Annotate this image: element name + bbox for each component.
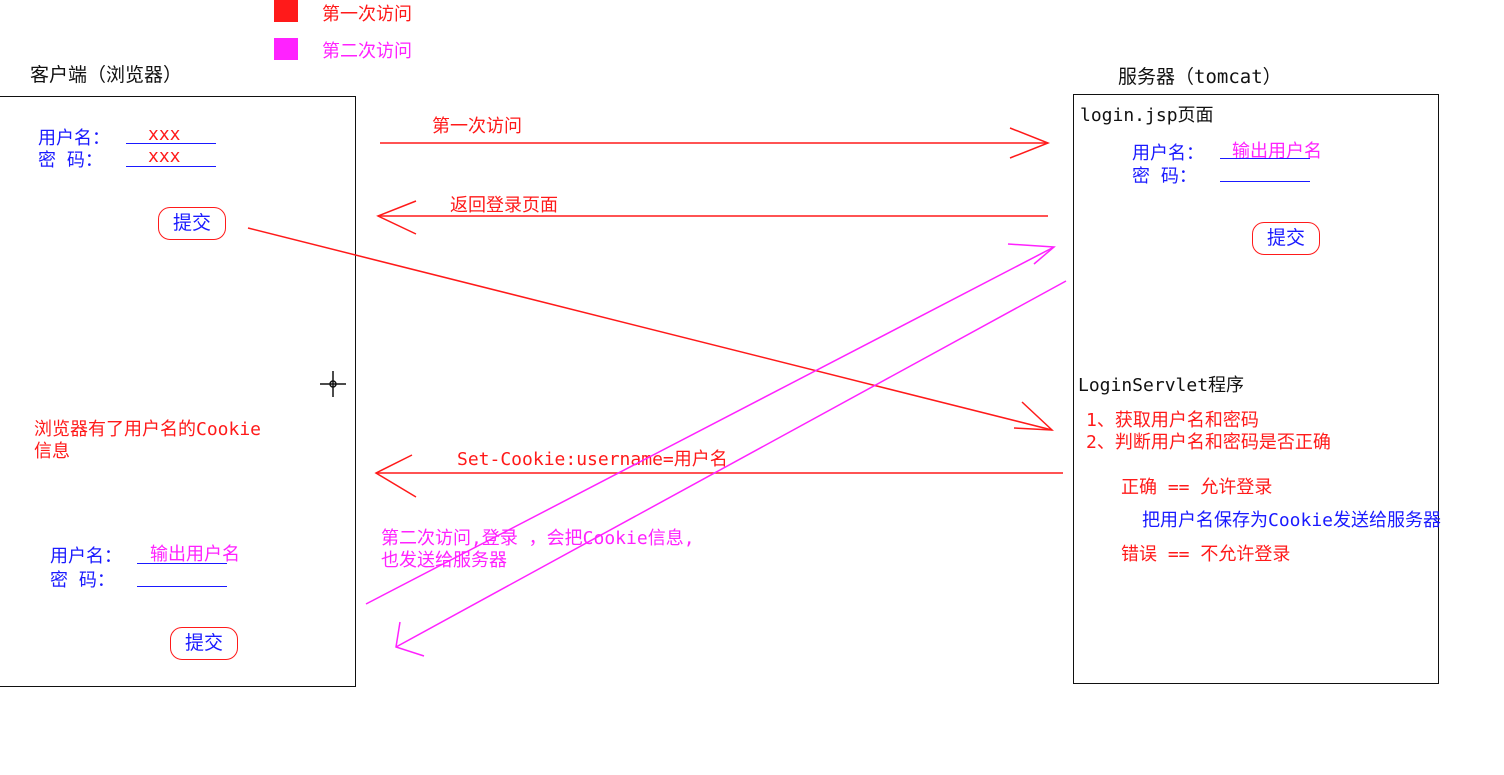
client-form2-password-underline xyxy=(137,586,227,587)
arrow-label-second-visit-line1: 第二次访问,登录 ，会把Cookie信息, xyxy=(381,528,695,549)
client-form1-username-underline xyxy=(126,143,216,144)
client-form2-username-label: 用户名： xyxy=(50,546,122,567)
arrow-second-visit-response xyxy=(395,280,1067,657)
client-form2-submit-button[interactable]: 提交 xyxy=(170,627,238,660)
client-form1-password-value[interactable]: xxx xyxy=(148,146,181,167)
server-box xyxy=(1073,94,1439,684)
server-page-title: login.jsp页面 xyxy=(1080,105,1214,126)
legend-label-second-visit: 第二次访问 xyxy=(322,41,412,62)
servlet-wrong: 错误 == 不允许登录 xyxy=(1121,544,1291,565)
server-form-username-label: 用户名： xyxy=(1132,143,1204,164)
client-form2-username-value[interactable]: 输出用户名 xyxy=(150,544,240,565)
arrow-second-visit xyxy=(365,243,1056,605)
arrow-submit-to-servlet xyxy=(247,227,1055,431)
servlet-title: LoginServlet程序 xyxy=(1078,375,1245,396)
arrow-label-second-visit-line2: 也发送给服务器 xyxy=(381,550,507,571)
arrow-return-login xyxy=(376,200,1048,235)
client-form2-username-underline xyxy=(137,563,227,564)
client-title: 客户端（浏览器） xyxy=(30,64,183,86)
server-title: 服务器（tomcat） xyxy=(1118,66,1282,88)
server-form-username-underline xyxy=(1220,158,1310,159)
client-cookie-note-line2: 信息 xyxy=(34,441,70,462)
servlet-save-cookie: 把用户名保存为Cookie发送给服务器 xyxy=(1142,510,1442,531)
arrow-label-return-login: 返回登录页面 xyxy=(450,195,558,216)
client-form2-password-label: 密 码： xyxy=(50,570,115,591)
arrow-set-cookie xyxy=(374,454,1063,498)
server-form-submit-button[interactable]: 提交 xyxy=(1252,222,1320,255)
server-form-password-label: 密 码： xyxy=(1132,166,1197,187)
arrow-first-visit xyxy=(380,127,1051,159)
legend-label-first-visit: 第一次访问 xyxy=(322,4,412,25)
arrow-label-first-visit: 第一次访问 xyxy=(432,116,522,137)
client-form1-username-value[interactable]: xxx xyxy=(148,124,181,145)
server-form-password-underline xyxy=(1220,181,1310,182)
legend-swatch-first-visit xyxy=(274,0,298,22)
client-form1-submit-button[interactable]: 提交 xyxy=(158,207,226,240)
client-box xyxy=(0,96,356,687)
server-form-username-value[interactable]: 输出用户名 xyxy=(1232,141,1322,162)
arrow-label-set-cookie: Set-Cookie:username=用户名 xyxy=(457,449,728,470)
client-cookie-note-line1: 浏览器有了用户名的Cookie xyxy=(34,419,262,440)
servlet-step1: 1、获取用户名和密码 xyxy=(1086,410,1259,431)
client-form1-password-label: 密 码： xyxy=(38,150,103,171)
legend-swatch-second-visit xyxy=(274,38,298,60)
servlet-correct: 正确 == 允许登录 xyxy=(1121,477,1273,498)
cursor-crosshair-icon xyxy=(320,371,346,397)
servlet-step2: 2、判断用户名和密码是否正确 xyxy=(1086,432,1331,453)
client-form1-username-label: 用户名： xyxy=(38,128,110,149)
client-form1-password-underline xyxy=(126,166,216,167)
